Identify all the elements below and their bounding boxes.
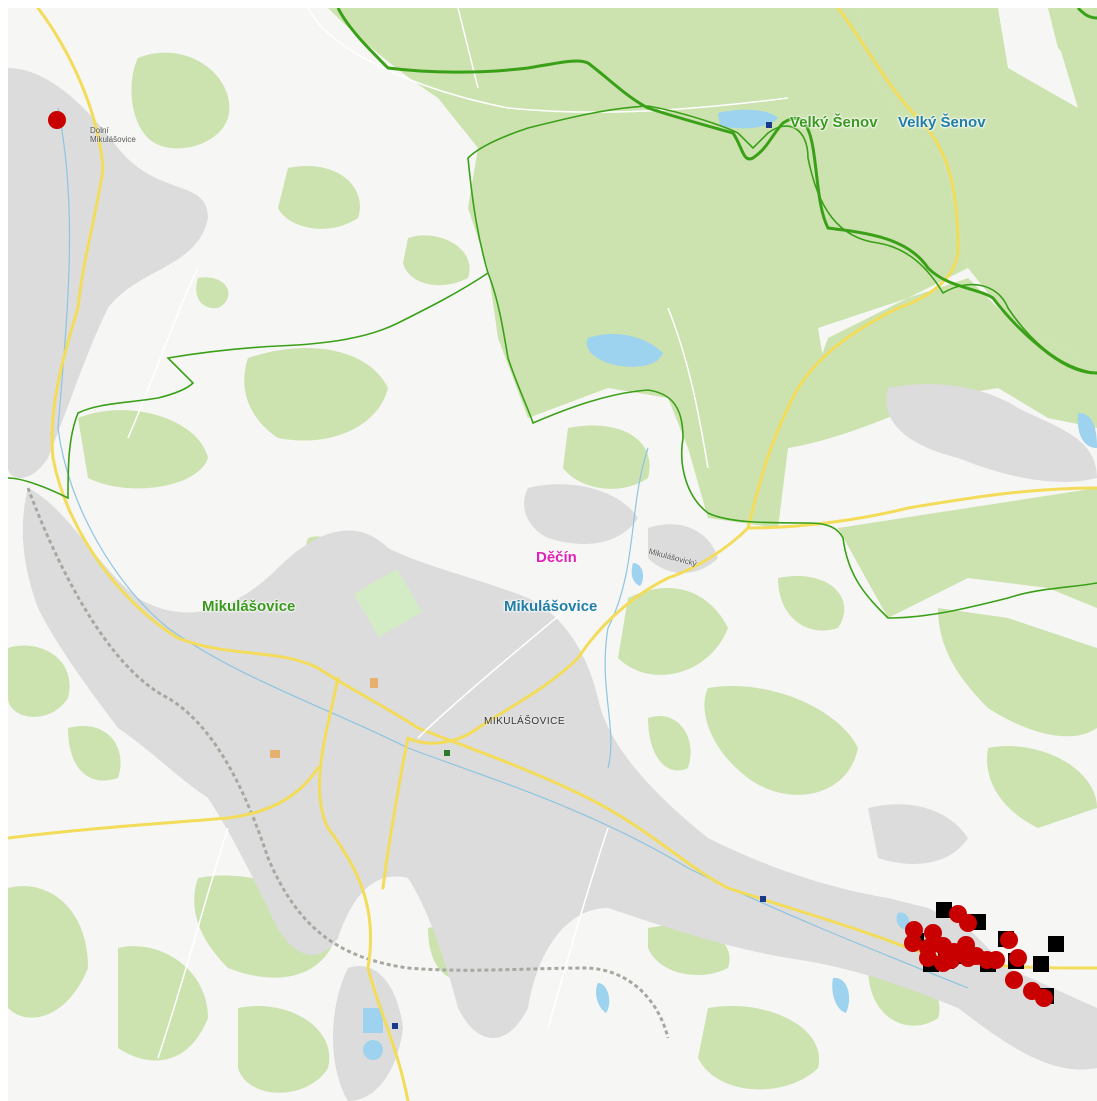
- black-square: [936, 902, 952, 918]
- red-points: [48, 111, 1053, 1007]
- red-point: [987, 951, 1005, 969]
- forest-south-1: [618, 588, 728, 675]
- town-west: [22, 488, 1097, 1070]
- parking-marker-2: [760, 896, 766, 902]
- forest-centre: [563, 425, 650, 489]
- lake-north: [586, 333, 663, 367]
- forest-areas: [8, 8, 1097, 1093]
- forest-left-2: [78, 410, 208, 489]
- red-point: [1005, 971, 1023, 989]
- poi-markers: [270, 122, 772, 1029]
- red-point: [924, 924, 942, 942]
- forest-top-left: [131, 52, 230, 149]
- parking-marker: [766, 122, 772, 128]
- label-velky-senov-district: Velký Šenov: [790, 114, 878, 131]
- black-square: [1033, 956, 1049, 972]
- forest-north: [328, 8, 1097, 368]
- bus-stop-marker: [444, 750, 450, 756]
- road-west: [8, 766, 320, 840]
- label-mikulasovice-district: Mikulášovice: [202, 598, 296, 615]
- label-velky-senov-town: Velký Šenov: [898, 114, 986, 131]
- forest-mid-3: [403, 235, 470, 286]
- label-decin-region: Děčín: [536, 549, 577, 566]
- building-marker: [270, 750, 280, 758]
- forest-top-right: [858, 8, 1097, 88]
- pool-2: [363, 1040, 383, 1060]
- town-south: [333, 966, 403, 1101]
- forest-bottom-2: [238, 1006, 330, 1093]
- road-south: [317, 676, 410, 1101]
- forest-left-3: [8, 645, 70, 717]
- municipal-boundary: [8, 105, 1097, 619]
- forest-east-2: [838, 488, 1097, 618]
- water-bodies: [363, 109, 1097, 1060]
- pool-1: [363, 1008, 383, 1033]
- settlement-mikulasovicky: [648, 524, 718, 573]
- forest-southeast-2: [987, 746, 1097, 828]
- forest-southeast-1: [938, 608, 1097, 737]
- road-east: [746, 486, 1097, 530]
- map-view[interactable]: Velký Šenov Velký Šenov Mikulášovice Mik…: [8, 8, 1097, 1101]
- roads-main: [8, 8, 1097, 1101]
- sports-field: [353, 568, 423, 638]
- built-up-areas: [8, 68, 1097, 1101]
- pond-east-2: [896, 912, 910, 930]
- red-point: [1035, 989, 1053, 1007]
- settlement-east: [886, 384, 1097, 482]
- parking-marker-3: [392, 1023, 398, 1029]
- red-point: [904, 934, 922, 952]
- label-mikulasovice-caps: MIKULÁŠOVICE: [484, 716, 566, 727]
- red-point: [1000, 931, 1018, 949]
- pond-velky-senov: [718, 109, 778, 129]
- forest-mid-2: [278, 166, 360, 229]
- red-point: [48, 111, 66, 129]
- red-point: [919, 949, 937, 967]
- road-north-south: [36, 8, 1097, 970]
- map-canvas: [8, 8, 1097, 1101]
- church-marker: [370, 678, 378, 688]
- pond-south-2: [832, 977, 850, 1013]
- pond-centre: [631, 563, 644, 586]
- road-south-centre: [381, 736, 410, 890]
- village-north-left: [18, 96, 98, 169]
- label-mikulasovice-town: Mikulášovice: [504, 598, 598, 615]
- forest-south-4: [648, 716, 691, 771]
- roads-minor: [127, 8, 789, 1059]
- forest-mid-4: [196, 277, 229, 309]
- forest-east: [788, 278, 1097, 448]
- black-square: [1048, 936, 1064, 952]
- road-northeast: [406, 8, 960, 745]
- forest-south-3: [704, 686, 858, 795]
- pond-east: [1077, 413, 1097, 448]
- forest-mid-1: [244, 348, 388, 441]
- village-dolni: [8, 68, 208, 478]
- red-point: [942, 951, 960, 969]
- red-point: [905, 921, 923, 939]
- district-boundary: [336, 8, 1097, 375]
- red-point: [1009, 949, 1027, 967]
- settlement-centre: [524, 484, 638, 544]
- forest-left-4: [68, 726, 121, 781]
- forest-bottom-5: [698, 1006, 820, 1090]
- forest-left-6: [118, 946, 208, 1061]
- forest-south-2: [778, 576, 845, 631]
- red-point: [959, 914, 977, 932]
- label-dolni-mikulasovice: Dolní Mikulášovice: [90, 126, 136, 144]
- forest-left-5: [8, 886, 88, 1018]
- pond-south-1: [595, 983, 610, 1013]
- settlement-east-2: [868, 804, 968, 864]
